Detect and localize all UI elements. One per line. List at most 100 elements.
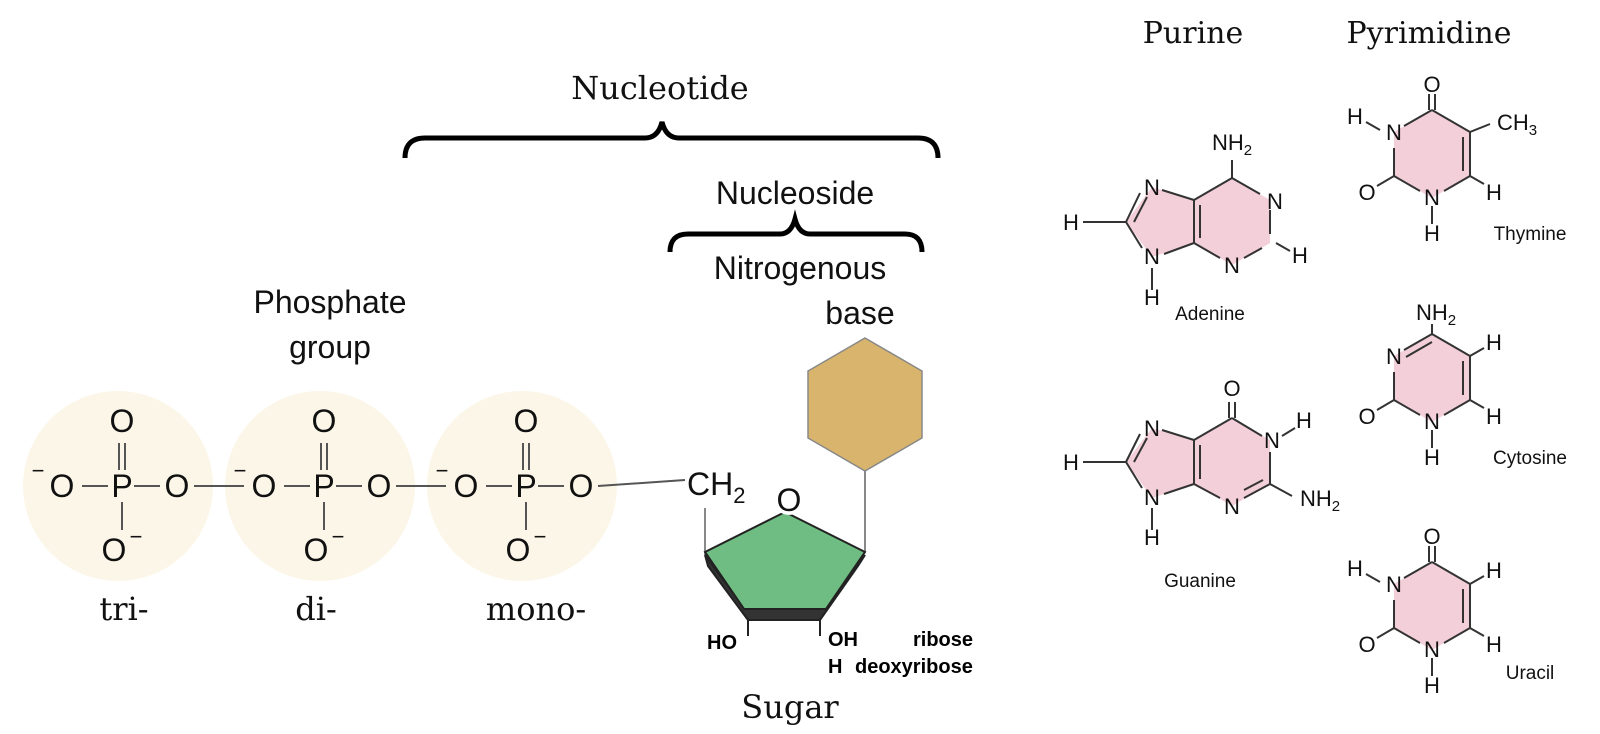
adenine-label: Adenine xyxy=(1175,304,1245,325)
adenine-h9: H xyxy=(1144,285,1160,310)
uracil-o4: O xyxy=(1423,524,1440,549)
guanine-nh2: NH2 xyxy=(1300,486,1340,515)
cytosine-n1: N xyxy=(1424,409,1440,434)
mono-o-top: O xyxy=(514,403,539,439)
adenine-n3: N xyxy=(1224,253,1240,278)
thymine-n3: N xyxy=(1386,120,1402,145)
thymine-ch3: CH3 xyxy=(1497,110,1537,139)
phosphate-prefix-mono: mono- xyxy=(486,590,586,628)
guanine-o6: O xyxy=(1223,376,1240,401)
uracil-h1: H xyxy=(1424,673,1440,698)
adenine-n7: N xyxy=(1144,175,1160,200)
thymine-o4: O xyxy=(1423,72,1440,97)
guanine-n1: N xyxy=(1264,428,1280,453)
nucleoside-label: Nucleoside xyxy=(716,175,874,211)
mono-o-bottom: O xyxy=(506,532,531,568)
uracil-label: Uracil xyxy=(1506,663,1555,684)
tri-o-bottom-minus: − xyxy=(130,524,143,549)
tri-p: P xyxy=(111,468,132,504)
nitrogenous-base-label-line2: base xyxy=(825,295,894,331)
di-o-top: O xyxy=(312,403,337,439)
tri-o-bottom: O xyxy=(102,532,127,568)
di-minus: − xyxy=(234,458,247,483)
adenine-n9: N xyxy=(1144,244,1160,269)
adenine-nh2: NH2 xyxy=(1212,130,1252,159)
uracil-n1: N xyxy=(1424,637,1440,662)
uracil-o2: O xyxy=(1358,632,1375,657)
thymine-label: Thymine xyxy=(1494,224,1567,245)
thymine-n1: N xyxy=(1424,185,1440,210)
ch2-label: CH2 xyxy=(687,466,745,508)
nitrogenous-base-label-line1: Nitrogenous xyxy=(714,250,887,286)
uracil-structure: O N H O N H H H Uracil xyxy=(1347,524,1554,698)
sugar-label: Sugar xyxy=(741,688,839,726)
sugar-deoxyribose-label: deoxyribose xyxy=(855,656,973,678)
nucleotide-brace xyxy=(402,121,941,159)
cytosine-h5: H xyxy=(1486,330,1502,355)
phosphate-group-label-line1: Phosphate xyxy=(253,284,406,320)
guanine-n9: N xyxy=(1144,485,1160,510)
phosphate-prefix-tri: tri- xyxy=(99,590,148,628)
nucleotide-label: Nucleotide xyxy=(571,69,748,107)
sugar-ho-label: HO xyxy=(707,632,737,654)
phosphate-prefix-di: di- xyxy=(295,590,337,628)
sugar-oh-label: OH xyxy=(828,629,858,651)
thymine-o2: O xyxy=(1358,180,1375,205)
cytosine-h1: H xyxy=(1424,445,1440,470)
thymine-h1: H xyxy=(1424,221,1440,246)
pyrimidine-heading: Pyrimidine xyxy=(1347,16,1512,51)
di-o-bottom: O xyxy=(304,532,329,568)
cytosine-h6: H xyxy=(1486,404,1502,429)
nitrogenous-base-hexagon xyxy=(807,337,923,472)
phosphate-circle-tri xyxy=(23,391,213,581)
phosphate-circle-mono xyxy=(427,391,617,581)
phosphate-backbone-bonds xyxy=(82,443,686,530)
guanine-structure: O N H N N N H H NH2 Guanine xyxy=(1063,376,1340,592)
adenine-h8: H xyxy=(1063,210,1079,235)
guanine-n7: N xyxy=(1144,416,1160,441)
mono-o-bottom-minus: − xyxy=(534,524,547,549)
phosphate-circle-di xyxy=(225,391,415,581)
sugar-h-label: H xyxy=(828,656,842,678)
uracil-h6: H xyxy=(1486,632,1502,657)
cytosine-n3: N xyxy=(1386,344,1402,369)
mono-o-right: O xyxy=(569,468,594,504)
thymine-h3: H xyxy=(1347,104,1363,129)
adenine-n1: N xyxy=(1267,189,1283,214)
tri-o-right: O xyxy=(165,468,190,504)
sugar-ring xyxy=(703,510,867,610)
ring-oxygen: O xyxy=(777,482,802,518)
thymine-structure: O N H O N H H CH3 Thymine xyxy=(1347,72,1566,246)
guanine-h9: H xyxy=(1144,525,1160,550)
mono-minus: − xyxy=(436,458,449,483)
thymine-h6: H xyxy=(1486,180,1502,205)
phosphate-group-label-line2: group xyxy=(289,329,371,365)
cytosine-structure: NH2 N O N H H H Cytosine xyxy=(1358,300,1567,470)
tri-minus: − xyxy=(32,458,45,483)
di-o-bottom-minus: − xyxy=(332,524,345,549)
sugar-ribose-label: ribose xyxy=(913,629,973,651)
cytosine-label: Cytosine xyxy=(1493,448,1567,469)
uracil-h5: H xyxy=(1486,558,1502,583)
guanine-h1: H xyxy=(1296,408,1312,433)
cytosine-o2: O xyxy=(1358,404,1375,429)
guanine-h8: H xyxy=(1063,450,1079,475)
di-p: P xyxy=(313,468,334,504)
adenine-structure: N N N N H H H NH2 Adenine xyxy=(1063,130,1308,325)
tri-o-left: O xyxy=(50,468,75,504)
di-o-right: O xyxy=(367,468,392,504)
uracil-n3: N xyxy=(1386,572,1402,597)
mono-o-left: O xyxy=(454,468,479,504)
nucleoside-brace xyxy=(667,209,925,253)
di-o-left: O xyxy=(252,468,277,504)
guanine-n3: N xyxy=(1224,494,1240,519)
guanine-label: Guanine xyxy=(1164,571,1236,592)
tri-o-top: O xyxy=(110,403,135,439)
mono-p: P xyxy=(515,468,536,504)
uracil-h3: H xyxy=(1347,556,1363,581)
ring-oxygen-bg xyxy=(773,483,805,515)
purine-heading: Purine xyxy=(1143,16,1244,51)
cytosine-nh2: NH2 xyxy=(1416,300,1456,329)
adenine-h2: H xyxy=(1292,243,1308,268)
